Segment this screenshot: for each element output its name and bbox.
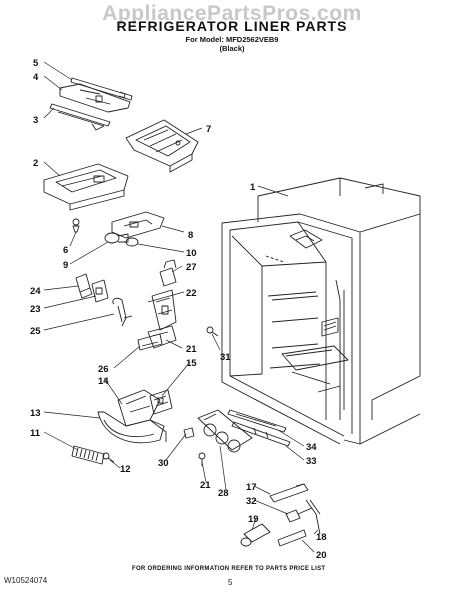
callout-18: 18 [316, 532, 327, 543]
model-line: For Model: MFD2562VEB9 [185, 35, 279, 44]
callout-15: 15 [186, 358, 197, 369]
leader-lines [43, 61, 319, 553]
part-18-drawing [305, 499, 321, 535]
callout-28: 27 [186, 262, 197, 273]
callout-7: 7 [206, 124, 211, 135]
part-14-drawing [117, 389, 161, 427]
part-15-drawing [149, 389, 173, 415]
part-30-drawing [183, 427, 195, 439]
part-25-drawing [75, 273, 93, 299]
part-12-drawing [102, 452, 115, 463]
callout-11: 11 [30, 428, 41, 439]
part-33-drawing [231, 421, 291, 447]
color-line: (Black) [219, 44, 245, 53]
callout-20: 20 [316, 550, 327, 561]
watermark: AppliancePartsPros.com [102, 2, 362, 25]
callout-5: 5 [33, 58, 39, 69]
callout-23: 21 [186, 344, 197, 355]
part-7-drawing [125, 119, 199, 173]
callout-8: 8 [188, 230, 193, 241]
callout-34: 34 [306, 442, 317, 453]
callout-3: 3 [33, 115, 38, 126]
callout-22: 22 [186, 288, 197, 299]
part-3-drawing [49, 103, 111, 131]
part-24-drawing [91, 279, 109, 303]
part-29-drawing [197, 409, 253, 453]
part-6-drawing [72, 218, 80, 233]
refrigerator-liner-drawing [221, 177, 421, 445]
callout-25: 24 [30, 286, 41, 297]
document-number: W10524074 [4, 576, 48, 585]
callout-32: 31 [220, 352, 231, 363]
page-title: REFRIGERATOR LINER PARTS [116, 18, 348, 34]
page-number: 5 [228, 578, 233, 587]
callout-9: 9 [63, 260, 68, 271]
part-20-drawing [277, 529, 307, 547]
part-11-drawing [71, 445, 105, 465]
part-31-drawing [285, 507, 313, 523]
part-21-drawing [198, 452, 206, 466]
part-19-drawing [240, 523, 271, 547]
callout-12: 12 [120, 464, 131, 475]
part-22-drawing [151, 289, 177, 331]
part-13-drawing [97, 411, 167, 444]
callout-6: 6 [63, 245, 68, 256]
callout-2: 2 [33, 158, 38, 169]
callout-26: 25 [30, 326, 41, 337]
part-32-drawing [206, 326, 219, 337]
callout-10: 10 [186, 248, 197, 259]
callout-labels: 5 4 3 2 7 1 6 8 10 9 27 24 23 25 22 26 2… [30, 58, 327, 561]
callout-4: 4 [33, 72, 39, 83]
ordering-info-note: FOR ORDERING INFORMATION REFER TO PARTS … [132, 566, 326, 572]
callout-14: 14 [98, 376, 109, 387]
part-4-drawing [59, 83, 131, 113]
callout-21: 21 [200, 480, 211, 491]
part-2-drawing [43, 163, 129, 211]
part-26-drawing [112, 297, 133, 327]
callout-24: 23 [30, 304, 41, 315]
callout-33: 33 [306, 456, 317, 467]
part-27-drawing [137, 333, 163, 351]
part-8-drawing [111, 211, 165, 239]
part-28-drawing [159, 259, 177, 287]
callout-19: 19 [248, 514, 259, 525]
callout-27: 26 [98, 364, 109, 375]
callout-17: 17 [246, 482, 257, 493]
callout-30: 30 [158, 458, 169, 469]
callout-13: 13 [30, 408, 41, 419]
part-5-drawing [70, 77, 133, 101]
part-17-drawing [269, 483, 309, 503]
callout-29: 28 [218, 488, 229, 499]
part-34-drawing [227, 409, 287, 433]
callout-31: 32 [246, 496, 257, 507]
part-9-drawing [104, 232, 139, 247]
callout-1: 1 [250, 182, 256, 193]
